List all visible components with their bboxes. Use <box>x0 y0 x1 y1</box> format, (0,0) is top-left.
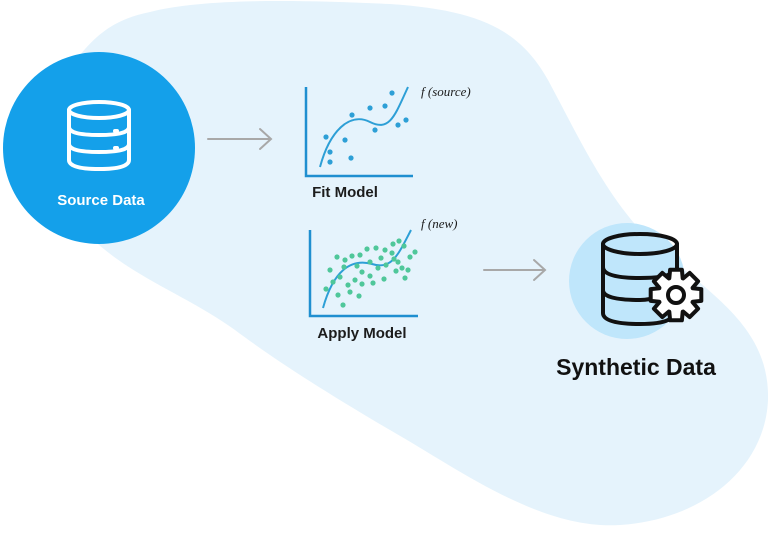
fit-scatter-point <box>389 90 395 96</box>
apply-formula: f (new) <box>421 216 457 231</box>
apply-scatter-point <box>352 277 358 283</box>
fit-curve <box>319 86 409 168</box>
database-icon <box>67 100 131 171</box>
apply-scatter-point <box>412 249 418 255</box>
apply-scatter-point <box>364 246 370 252</box>
apply-scatter-point <box>359 281 365 287</box>
arrow-to-synthetic-data <box>483 259 547 281</box>
apply-scatter-point <box>340 302 346 308</box>
apply-scatter-point <box>399 265 405 271</box>
apply-scatter-point <box>383 262 389 268</box>
apply-scatter-point <box>345 282 351 288</box>
apply-scatter-point <box>382 247 388 253</box>
apply-scatter-point <box>323 286 329 292</box>
fit-model-label: Fit Model <box>312 184 378 201</box>
apply-scatter-point <box>375 265 381 271</box>
apply-scatter-point <box>341 264 347 270</box>
apply-scatter-point <box>337 274 343 280</box>
apply-scatter-point <box>407 254 413 260</box>
apply-axes <box>308 230 418 318</box>
apply-scatter-point <box>356 293 362 299</box>
fit-scatter-point <box>327 159 333 165</box>
fit-scatter-point <box>403 117 409 123</box>
fit-model-chart: f (source) Fit Model <box>304 84 471 201</box>
apply-scatter-point <box>347 289 353 295</box>
synthetic-data-label: Synthetic Data <box>556 354 716 380</box>
apply-scatter-point <box>357 252 363 258</box>
apply-scatter-point <box>393 268 399 274</box>
apply-scatter-point <box>395 259 401 265</box>
apply-scatter-point <box>367 259 373 265</box>
apply-scatter-point <box>401 243 407 249</box>
source-data-node: Source Data <box>3 52 195 244</box>
apply-scatter-point <box>405 267 411 273</box>
apply-scatter-point <box>330 279 336 285</box>
apply-model-label: Apply Model <box>317 325 406 342</box>
apply-scatter-point <box>335 292 341 298</box>
fit-scatter-point <box>323 134 329 140</box>
arrow-to-fit-model <box>207 128 273 150</box>
apply-scatter-point <box>370 280 376 286</box>
apply-scatter-point <box>391 256 397 262</box>
source-data-label: Source Data <box>57 192 145 209</box>
gear-hub <box>666 285 686 305</box>
apply-scatter-point <box>390 241 396 247</box>
apply-scatter-point <box>373 245 379 251</box>
fit-formula: f (source) <box>421 84 471 99</box>
fit-scatter-point <box>367 105 373 111</box>
apply-scatter-point <box>389 250 395 256</box>
fit-scatter-point <box>395 122 401 128</box>
apply-scatter-point <box>381 276 387 282</box>
fit-scatter-points <box>323 90 409 165</box>
fit-scatter-point <box>349 112 355 118</box>
apply-scatter-point <box>359 269 365 275</box>
apply-scatter-point <box>396 238 402 244</box>
apply-scatter-point <box>334 254 340 260</box>
background-blob <box>50 1 768 526</box>
apply-scatter-point <box>349 253 355 259</box>
fit-scatter-point <box>372 127 378 133</box>
synthetic-data-node: Synthetic Data <box>556 223 716 380</box>
apply-scatter-point <box>402 275 408 281</box>
apply-model-chart: f (new) Apply Model <box>308 216 457 342</box>
fit-axes <box>304 87 413 178</box>
apply-scatter-point <box>378 255 384 261</box>
fit-scatter-point <box>348 155 354 161</box>
fit-scatter-point <box>327 149 333 155</box>
gear-icon <box>648 267 704 323</box>
apply-scatter-point <box>367 273 373 279</box>
apply-scatter-point <box>354 263 360 269</box>
source-data-circle <box>3 52 195 244</box>
fit-scatter-point <box>342 137 348 143</box>
apply-scatter-point <box>327 267 333 273</box>
fit-scatter-point <box>382 103 388 109</box>
apply-scatter-point <box>342 257 348 263</box>
database-gear-icon <box>601 232 704 326</box>
apply-scatter-points <box>323 238 418 308</box>
